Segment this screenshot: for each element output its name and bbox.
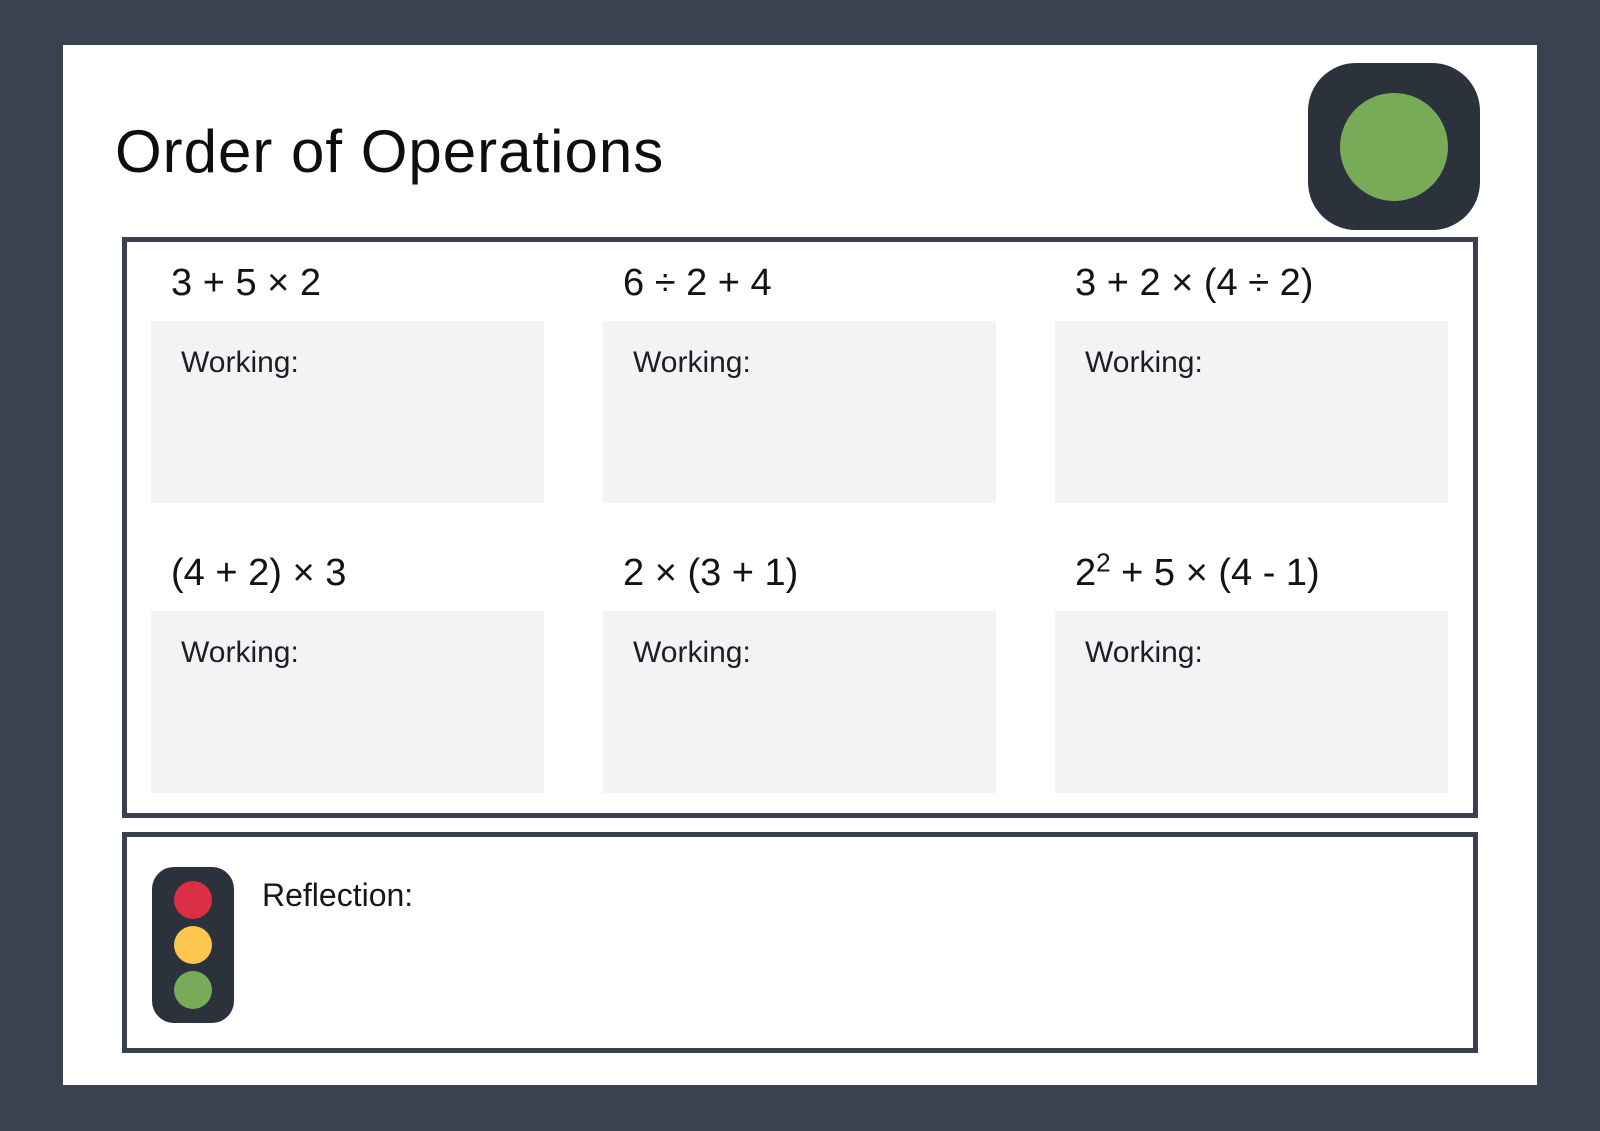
equation-superscript: 2 bbox=[1096, 546, 1111, 577]
working-label: Working: bbox=[1085, 346, 1203, 380]
reflection-answer-area[interactable] bbox=[413, 867, 1473, 1017]
green-light-badge bbox=[1308, 63, 1480, 230]
problem-cell-1: 3 + 5 × 2 Working: bbox=[151, 260, 544, 524]
green-light-icon bbox=[174, 971, 212, 1009]
working-area[interactable]: Working: bbox=[1055, 610, 1448, 793]
equation-text: 3 + 5 × 2 bbox=[171, 262, 322, 304]
problem-equation: (4 + 2) × 3 bbox=[171, 550, 544, 596]
yellow-light-icon bbox=[174, 926, 212, 964]
equation-text: 3 + 2 × (4 ÷ 2) bbox=[1075, 262, 1314, 304]
working-area[interactable]: Working: bbox=[603, 610, 996, 793]
problem-cell-5: 2 × (3 + 1) Working: bbox=[603, 550, 996, 814]
equation-text: + 5 × (4 - 1) bbox=[1110, 551, 1320, 594]
problem-equation: 2 × (3 + 1) bbox=[623, 550, 996, 596]
working-label: Working: bbox=[633, 635, 751, 669]
problem-equation: 3 + 5 × 2 bbox=[171, 260, 544, 306]
working-area[interactable]: Working: bbox=[151, 610, 544, 793]
worksheet-card: Order of Operations 3 + 5 × 2 Working: 6… bbox=[63, 45, 1537, 1085]
page-title: Order of Operations bbox=[115, 118, 665, 185]
equation-text: 6 ÷ 2 + 4 bbox=[623, 262, 772, 304]
green-circle-icon bbox=[1340, 92, 1448, 201]
working-label: Working: bbox=[181, 346, 299, 380]
equation-text: 2 bbox=[1075, 551, 1097, 594]
working-area[interactable]: Working: bbox=[603, 321, 996, 504]
equation-text: 2 × (3 + 1) bbox=[623, 551, 799, 594]
reflection-label: Reflection: bbox=[262, 877, 414, 913]
working-label: Working: bbox=[1085, 635, 1203, 669]
problem-cell-6: 22 + 5 × (4 - 1) Working: bbox=[1055, 546, 1448, 814]
problem-equation: 22 + 5 × (4 - 1) bbox=[1075, 546, 1448, 596]
traffic-light-icon bbox=[152, 867, 234, 1023]
working-area[interactable]: Working: bbox=[151, 321, 544, 504]
problem-cell-2: 6 ÷ 2 + 4 Working: bbox=[603, 260, 996, 524]
working-area[interactable]: Working: bbox=[1055, 321, 1448, 504]
problems-panel: 3 + 5 × 2 Working: 6 ÷ 2 + 4 Working: 3 … bbox=[122, 237, 1478, 818]
problem-cell-4: (4 + 2) × 3 Working: bbox=[151, 550, 544, 814]
working-label: Working: bbox=[181, 635, 299, 669]
reflection-panel: Reflection: bbox=[122, 832, 1478, 1053]
red-light-icon bbox=[174, 881, 212, 919]
problem-cell-3: 3 + 2 × (4 ÷ 2) Working: bbox=[1055, 260, 1448, 524]
working-label: Working: bbox=[633, 346, 751, 380]
equation-text: (4 + 2) × 3 bbox=[171, 551, 347, 594]
problem-equation: 3 + 2 × (4 ÷ 2) bbox=[1075, 260, 1448, 306]
problem-equation: 6 ÷ 2 + 4 bbox=[623, 260, 996, 306]
